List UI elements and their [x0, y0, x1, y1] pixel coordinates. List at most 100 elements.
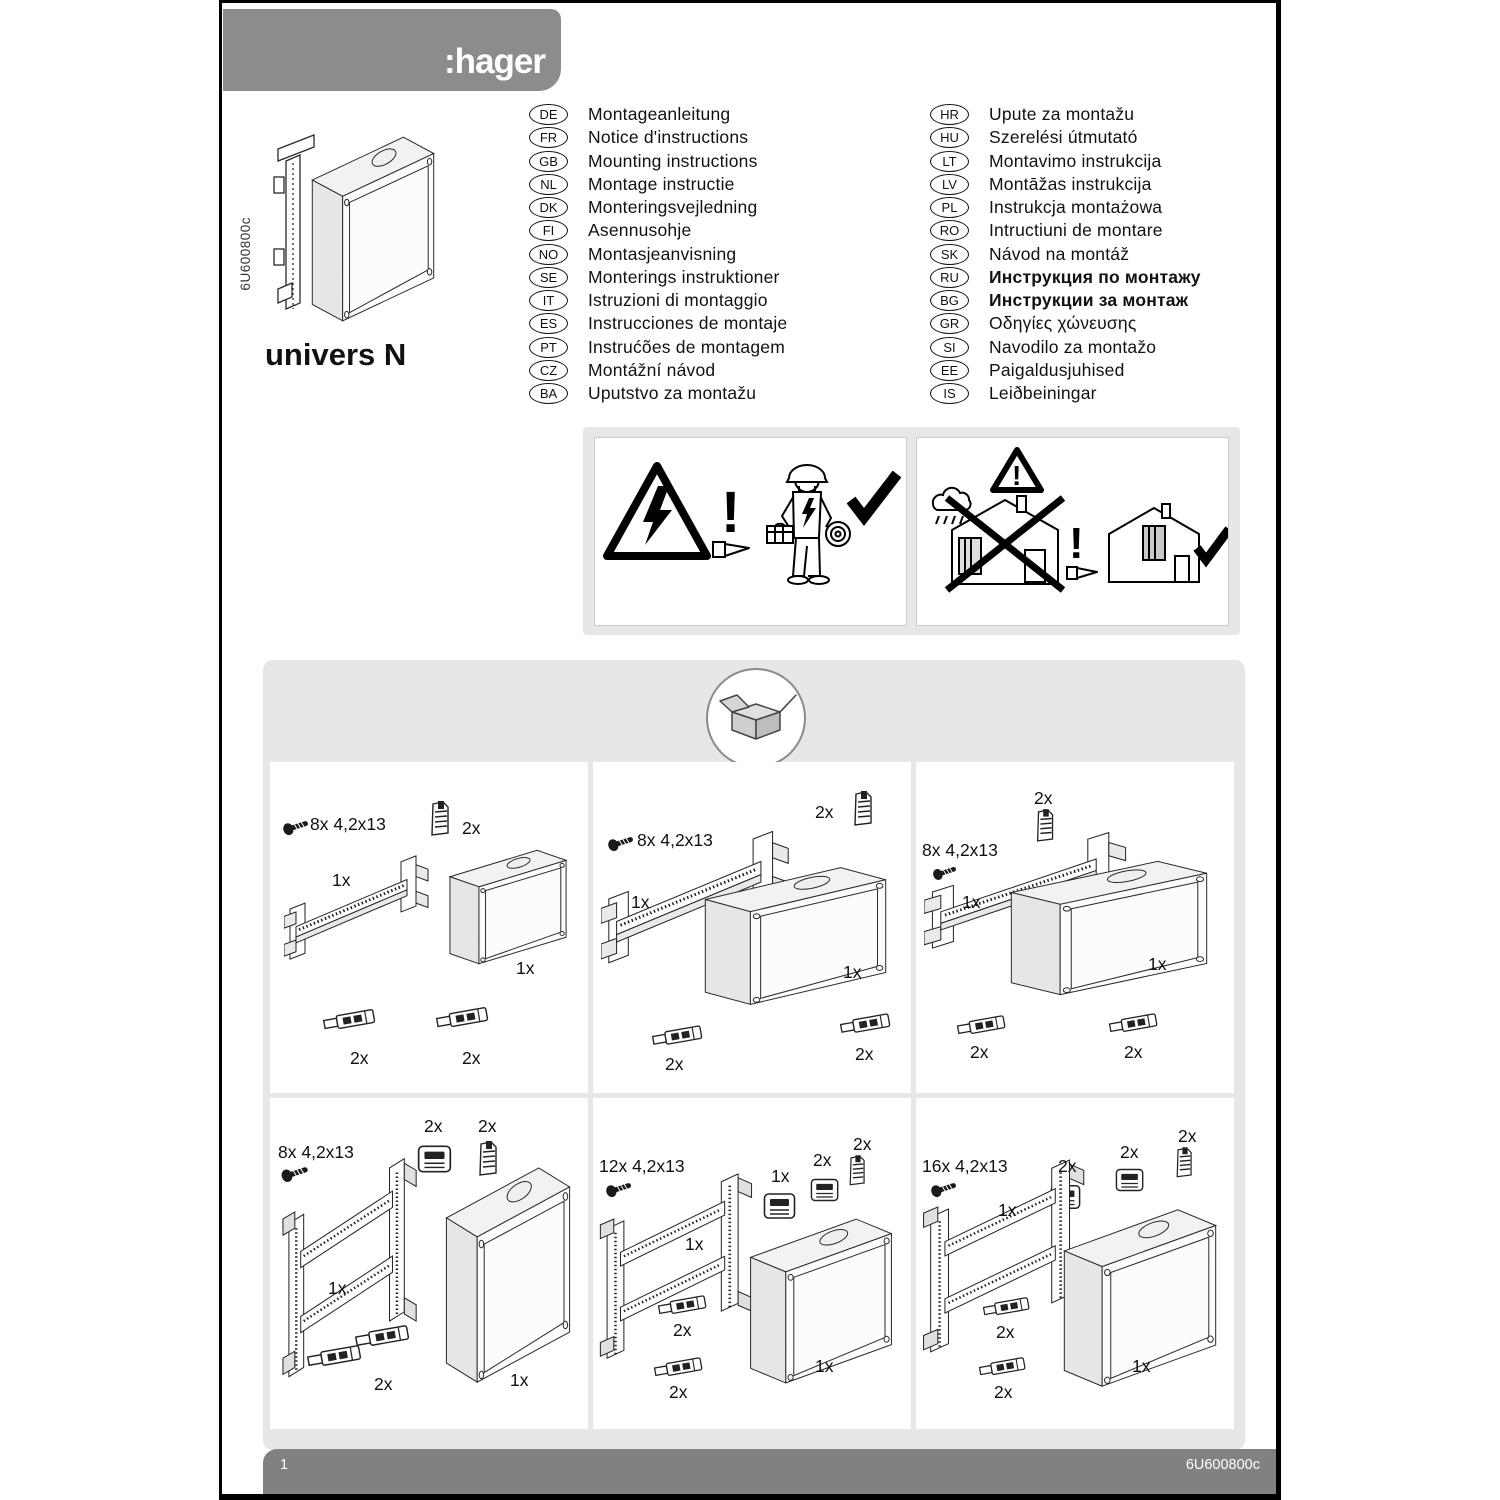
quantity-label: 8x 4,2x13 — [637, 830, 713, 850]
lang-title: Paigaldusjuhised — [989, 359, 1125, 380]
lang-title: Instrukcja montażowa — [989, 197, 1163, 218]
quantity-label: 8x 4,2x13 — [278, 1142, 354, 1162]
lang-title: Istruzioni di montaggio — [588, 290, 768, 311]
lang-badge: NL — [529, 173, 568, 195]
parts-panel-4: 8x 4,2x13 2x 2x 1x 2x 1x — [270, 1098, 588, 1429]
quantity-label: 2x — [478, 1116, 497, 1136]
lang-title: Montāžas instrukcija — [989, 173, 1152, 194]
lang-badge: FR — [529, 127, 568, 149]
quantity-label: 2x — [350, 1048, 369, 1068]
lang-row: GB Mounting instructions — [529, 150, 874, 173]
lang-title: Intructiuni de montare — [989, 220, 1163, 241]
quantity-label: 1x — [332, 870, 351, 890]
lang-title: Szerelési útmutató — [989, 127, 1138, 148]
header-band: :hager — [223, 9, 561, 91]
quantity-label: 1x — [843, 962, 862, 982]
doc-code: 6U600800c — [1185, 1457, 1260, 1473]
quantity-label: 2x — [1178, 1126, 1197, 1146]
parts-panel-1: 8x 4,2x13 2x 1x 1x 2x 2x — [270, 762, 588, 1093]
quantity-label: 8x 4,2x13 — [310, 814, 386, 834]
lang-title: Montážní návod — [588, 359, 716, 380]
lang-title: Navodilo za montažo — [989, 336, 1157, 357]
lang-row: NO Montasjeanvisning — [529, 243, 874, 266]
parts-drawing — [916, 808, 1208, 1037]
lang-badge: DK — [529, 197, 568, 219]
quantity-label: 2x — [815, 802, 834, 822]
quantity-label: 1x — [328, 1278, 347, 1298]
lang-title: Notice d'instructions — [588, 127, 749, 148]
lang-badge: LV — [930, 173, 969, 195]
lang-row: BG Инструкции за монтаж — [930, 289, 1275, 312]
lang-badge: GB — [529, 150, 568, 172]
lang-title: Инструкции за монтаж — [989, 290, 1189, 311]
lang-badge: DE — [529, 104, 568, 126]
lang-title: Οδηγίες χώνευσης — [989, 313, 1137, 334]
lang-badge: RU — [930, 266, 969, 288]
quantity-label: 1x — [998, 1200, 1017, 1220]
lang-title: Návod na montáž — [989, 243, 1130, 264]
lang-badge: GR — [930, 313, 969, 335]
safety-electrician-illustration: ! — [603, 462, 902, 585]
quantity-label: 2x — [374, 1374, 393, 1394]
lang-row: HU Szerelési útmutató — [930, 126, 1275, 149]
quantity-label: 2x — [994, 1382, 1013, 1402]
quantity-label: 2x — [970, 1042, 989, 1062]
safety-indoor-illustration: ! ! — [931, 447, 1233, 593]
lang-title: Montavimo instrukcija — [989, 150, 1162, 171]
quantity-label: 1x — [631, 892, 650, 912]
lang-badge: BG — [930, 290, 969, 312]
lang-title: Montasjeanvisning — [588, 243, 737, 264]
product-name: univers N — [265, 337, 407, 372]
lang-badge: PT — [529, 336, 568, 358]
lang-title: Monterings instruktioner — [588, 266, 780, 287]
page-number: 1 — [280, 1457, 289, 1473]
product-code-vertical: 6U600800c — [238, 217, 253, 291]
quantity-label: 2x — [424, 1116, 443, 1136]
quantity-label: 2x — [665, 1054, 684, 1074]
lang-row: IT Istruzioni di montaggio — [529, 289, 874, 312]
safety-pictograms: ! — [583, 427, 1240, 635]
parts-panel-5: 12x 4,2x13 1x 2x 2x 1x 2x 2x 1x — [593, 1098, 911, 1429]
lang-badge: BA — [529, 383, 568, 405]
quantity-label: 2x — [462, 818, 481, 838]
quantity-label: 1x — [1132, 1356, 1151, 1376]
lang-title: Instrućões de montagem — [588, 336, 786, 357]
lang-row: GR Οδηγίες χώνευσης — [930, 312, 1275, 335]
quantity-label: 2x — [669, 1382, 688, 1402]
quantity-label: 2x — [1120, 1142, 1139, 1162]
quantity-label: 1x — [962, 892, 981, 912]
footer-bar: 1 6U600800c — [263, 1449, 1276, 1494]
parts-panel-2: 2x 8x 4,2x13 1x 1x 2x 2x — [593, 762, 911, 1093]
lang-badge: IT — [529, 290, 568, 312]
quantity-label: 1x — [516, 958, 535, 978]
quantity-label: 2x — [1058, 1156, 1077, 1176]
svg-text:!: ! — [721, 480, 740, 545]
lang-badge: ES — [529, 313, 568, 335]
quantity-label: 1x — [771, 1166, 790, 1186]
lang-badge: HU — [930, 127, 969, 149]
quantity-label: 12x 4,2x13 — [599, 1156, 685, 1176]
lang-row: CZ Montážní návod — [529, 359, 874, 382]
parts-drawing — [270, 800, 567, 1032]
open-box-badge — [706, 668, 806, 768]
lang-badge: NO — [529, 243, 568, 265]
product-drawing — [273, 134, 435, 322]
lang-title: Mounting instructions — [588, 150, 758, 171]
lang-title: Asennusohje — [588, 220, 692, 241]
quantity-label: 2x — [996, 1322, 1015, 1342]
safety-panel-indoor-use: ! ! — [916, 437, 1233, 626]
lang-badge: RO — [930, 220, 969, 242]
quantity-label: 2x — [1124, 1042, 1143, 1062]
quantity-label: 2x — [855, 1044, 874, 1064]
lang-badge: CZ — [529, 359, 568, 381]
hager-logo: :hager — [444, 42, 546, 81]
